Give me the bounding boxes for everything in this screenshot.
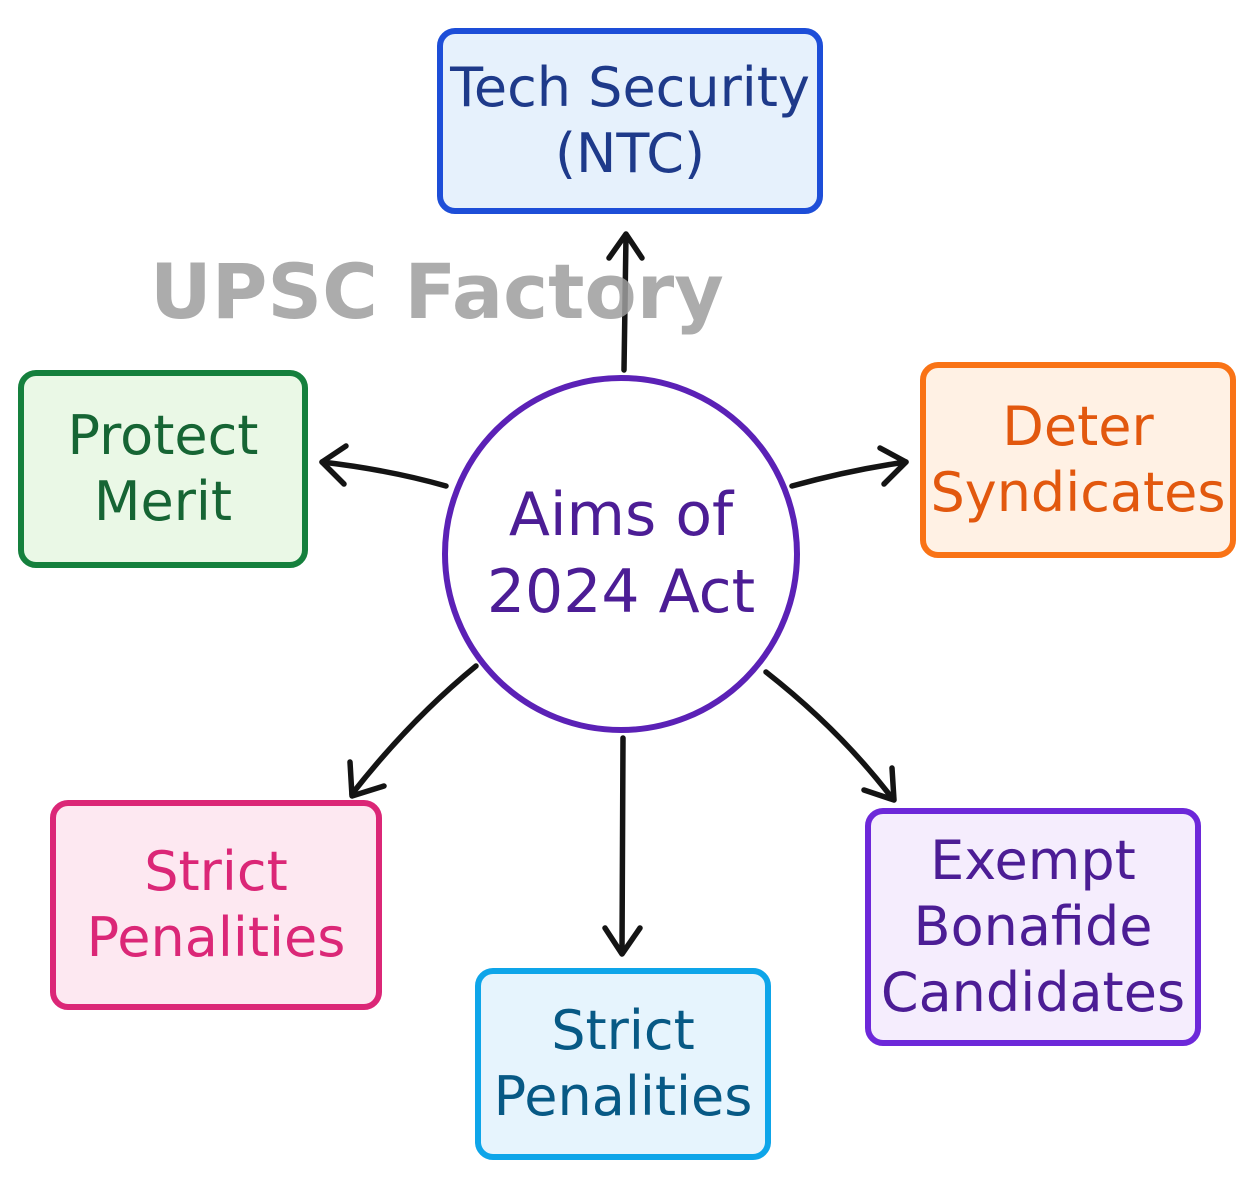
node-tech-security-label: Tech Security (NTC) [450,56,810,185]
center-node[interactable]: Aims of 2024 Act [442,375,800,733]
node-strict-penalities-left[interactable]: Strict Penalities [50,800,382,1010]
node-strict-penalities-left-label: Strict Penalities [86,840,346,969]
node-strict-penalities-bottom-label: Strict Penalities [493,999,753,1128]
edge-center-to-deter [789,445,909,489]
edge-center-to-pen-bottom [602,735,643,957]
watermark-text: UPSC Factory [150,247,724,336]
node-protect-merit[interactable]: Protect Merit [18,370,308,568]
center-node-label: Aims of 2024 Act [486,480,756,627]
node-exempt-bonafide[interactable]: Exempt Bonafide Candidates [865,808,1201,1046]
edge-center-to-merit [319,443,449,489]
edge-center-to-tech [606,231,645,373]
node-strict-penalities-bottom[interactable]: Strict Penalities [475,968,771,1160]
edge-center-to-exempt [763,669,897,803]
node-tech-security[interactable]: Tech Security (NTC) [437,28,823,214]
node-deter-syndicates-label: Deter Syndicates [930,395,1226,524]
node-deter-syndicates[interactable]: Deter Syndicates [920,362,1236,558]
edge-center-to-pen-left [347,663,479,799]
node-exempt-bonafide-label: Exempt Bonafide Candidates [880,829,1186,1024]
node-protect-merit-label: Protect Merit [67,404,259,533]
